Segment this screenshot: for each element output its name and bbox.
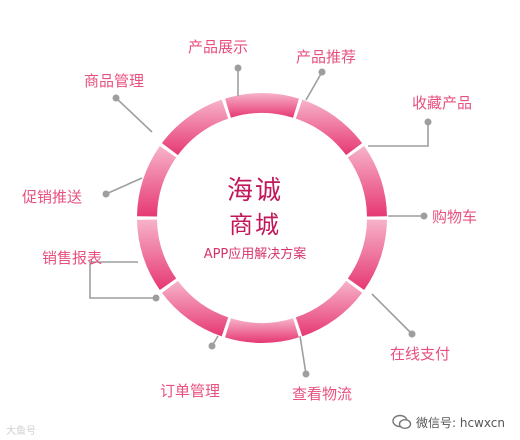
- connector-line: [305, 71, 323, 101]
- ring-segment: [347, 145, 387, 217]
- wechat-icon: [392, 414, 412, 430]
- connector-dot: [208, 342, 216, 350]
- feature-label-product-management: 商品管理: [84, 72, 145, 90]
- feature-label-order-management: 订单管理: [160, 382, 221, 400]
- center-title: 海诚: [226, 176, 283, 206]
- watermark-left: 大鱼号: [6, 426, 36, 437]
- feature-label-favorites: 收藏产品: [412, 94, 473, 112]
- feature-label-promotion-push: 促销推送: [22, 188, 83, 206]
- ring-segment: [225, 318, 299, 344]
- feature-label-online-payment: 在线支付: [390, 345, 451, 363]
- connector-dot: [152, 294, 160, 302]
- connector-dot: [424, 118, 432, 126]
- center-subtitle: 商城: [229, 211, 281, 239]
- feature-label-sales-report: 销售报表: [42, 249, 103, 267]
- connector-dot: [408, 330, 416, 338]
- connector-line: [105, 177, 143, 195]
- ring-segment: [137, 219, 177, 291]
- connector-line: [368, 122, 429, 147]
- center-description: APP应用解决方案: [203, 247, 307, 262]
- wechat-id-text: 微信号: hcwxcn: [416, 415, 505, 430]
- ring-segment: [161, 280, 229, 337]
- feature-label-product-recommend: 产品推荐: [296, 48, 357, 66]
- ring-segment: [347, 219, 387, 291]
- ring-segment: [161, 99, 229, 156]
- ring-segment: [225, 92, 299, 118]
- connector-dot: [420, 212, 428, 220]
- connector-dot: [102, 190, 110, 198]
- connector-line: [89, 261, 156, 299]
- connector-dot: [318, 68, 326, 76]
- connector-dot: [112, 94, 120, 102]
- connector-dot: [302, 370, 310, 378]
- ring-segment: [295, 99, 363, 156]
- wechat-watermark: 微信号: hcwxcn: [392, 410, 505, 434]
- connector-dot: [234, 64, 242, 72]
- ring-segment: [137, 145, 177, 217]
- feature-label-logistics: 查看物流: [292, 385, 353, 403]
- ring-segment: [295, 280, 363, 337]
- connector-line: [115, 97, 153, 133]
- feature-label-cart: 购物车: [432, 208, 478, 226]
- feature-label-product-display: 产品展示: [188, 38, 249, 56]
- connector-line: [299, 335, 307, 375]
- connector-line: [371, 293, 413, 335]
